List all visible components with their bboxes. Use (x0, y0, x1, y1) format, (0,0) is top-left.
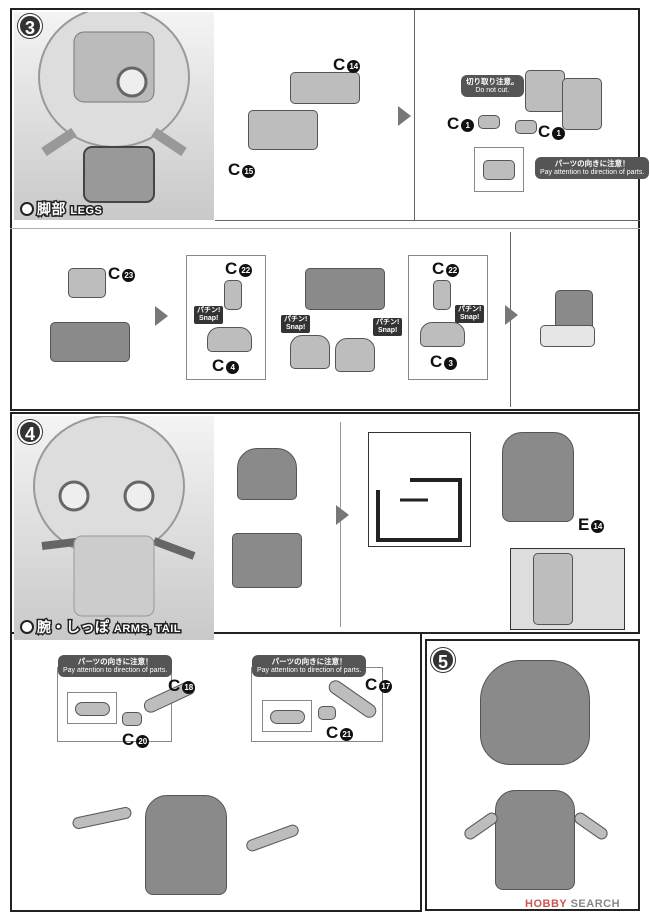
legs-assembly (232, 533, 302, 588)
next-arrow (505, 305, 518, 325)
title-en: LEGS (69, 204, 103, 219)
divider (10, 228, 640, 229)
leg-part-c23 (68, 268, 106, 298)
attention-note: パーツの向きに注意！Pay attention to direction of … (252, 655, 367, 677)
step3-frame (10, 8, 640, 411)
next-arrow (336, 505, 349, 525)
leg-part-c15 (248, 110, 318, 150)
body-assembled (495, 790, 575, 890)
foot-c3 (420, 322, 465, 347)
step5-number: 5 (431, 648, 455, 672)
step4-number: 4 (18, 420, 42, 444)
body-assembled (145, 795, 227, 895)
watermark: HOBBY SEARCH (525, 898, 621, 910)
robot-illustration (33, 416, 196, 617)
snap-label: パチン!Snap! (373, 318, 403, 336)
title-jp: 脚部 (36, 200, 68, 219)
next-arrow (398, 106, 411, 126)
detail-box (67, 692, 117, 724)
bell-icon (20, 202, 34, 216)
foot-finished (540, 325, 595, 347)
head-part (480, 660, 590, 765)
body-part (237, 448, 297, 500)
step4-hero-image (14, 416, 214, 640)
attention-note: パーツの向きに注意！Pay attention to direction of … (535, 157, 650, 179)
attention-note: パーツの向きに注意！Pay attention to direction of … (58, 655, 173, 677)
leg-part (525, 70, 565, 112)
step3-number: 3 (18, 14, 42, 38)
foot-assembly (335, 338, 375, 372)
foot-assembly (290, 335, 330, 369)
snap-label: パチン!Snap! (281, 315, 311, 333)
step3-hero-image (14, 12, 214, 220)
joint-part-c1 (478, 115, 500, 129)
step5-frame (425, 639, 640, 911)
do-not-cut-note: 切り取り注意。Do not cut. (461, 75, 524, 97)
legs-assembly (305, 268, 385, 310)
arms-frame (10, 634, 422, 912)
title-jp: 腕・しっぽ (36, 618, 111, 637)
title-en: ARMS, TAIL (112, 622, 182, 637)
joint-part-detail (483, 160, 515, 180)
leg-finished (555, 290, 593, 330)
detail-box-c4 (186, 255, 266, 380)
leg-part-c14 (290, 72, 360, 104)
foot-c4 (207, 327, 252, 352)
next-arrow (155, 306, 168, 326)
joint-part-c1 (515, 120, 537, 134)
arm-joint-c20 (122, 712, 142, 726)
snap-label: パチン!Snap! (194, 306, 224, 324)
step4-frame (10, 412, 640, 634)
tail-detail-box (368, 432, 471, 547)
foot-joint-c22 (224, 280, 242, 310)
body-assembled (502, 432, 574, 522)
detail-box-c3 (408, 255, 488, 380)
snap-label: パチン!Snap! (455, 305, 485, 323)
detail-box (474, 147, 524, 192)
step3-title: 脚部 LEGS (20, 199, 103, 219)
robot-illustration (38, 12, 190, 203)
bell-icon (20, 620, 34, 634)
back-detail (533, 553, 573, 625)
foot-joint-c22 (433, 280, 451, 310)
step4-title: 腕・しっぽ ARMS, TAIL (20, 617, 182, 637)
arm-joint-detail (75, 702, 110, 716)
leg-part (562, 78, 602, 130)
detail-box (262, 700, 312, 732)
tail-wire-part (376, 478, 462, 542)
arm-joint-detail (270, 710, 305, 724)
divider (414, 10, 415, 220)
divider (215, 220, 640, 221)
legs-assembly (50, 322, 130, 362)
arm-joint-c21 (318, 706, 336, 720)
